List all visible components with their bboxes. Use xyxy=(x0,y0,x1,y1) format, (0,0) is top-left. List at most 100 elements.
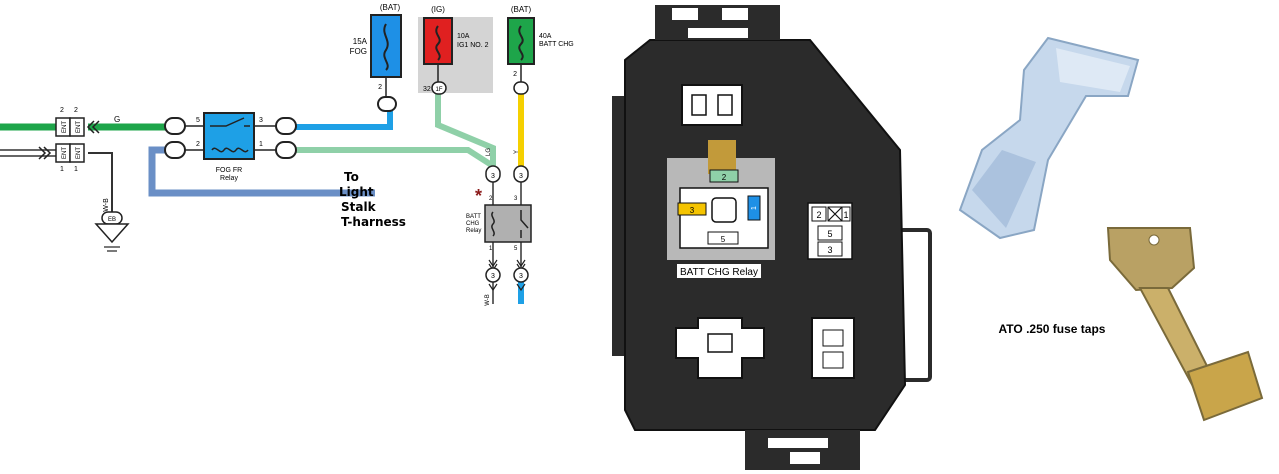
batt-pin-3: 3 xyxy=(514,196,518,202)
fuse-ig1: (IG) 10A IG1 NO. 2 32 1F xyxy=(423,5,489,95)
fog-pin-5: 5 xyxy=(196,117,200,124)
wire-wb-label: W-B xyxy=(103,198,110,212)
slot-bottom-right xyxy=(811,317,855,379)
fuse-ig1-body xyxy=(423,17,453,65)
slot-num-2b: 2 xyxy=(816,210,821,220)
slot-top-left xyxy=(681,84,743,126)
ent-label-2: ENT xyxy=(76,121,82,133)
relay-switch-icon xyxy=(210,117,250,127)
slot-bottom-left xyxy=(675,317,765,379)
fuse-batt-connector xyxy=(513,81,529,95)
fuse-batt-symbol-icon xyxy=(518,25,524,61)
relay-label: BATT CHG Relay xyxy=(680,267,758,278)
slot-num-5: 5 xyxy=(721,235,726,244)
brass-tap-image xyxy=(1106,227,1264,422)
ground-icon xyxy=(94,223,130,244)
fog-pin-3: 3 xyxy=(259,117,263,124)
junction-connectors: 3 3 LG Y xyxy=(485,148,529,183)
photo-caption: ATO .250 fuse taps xyxy=(999,322,1106,336)
fuse-batt-pin: 2 xyxy=(513,71,517,78)
ent-label-1: ENT xyxy=(62,121,68,133)
fuse-batt-body xyxy=(507,17,535,65)
chevron-left-icon xyxy=(86,120,100,134)
annotation-line-4: T-harness xyxy=(341,215,406,229)
svg-text:3: 3 xyxy=(491,173,495,180)
fuse-ig1-amp: 10A xyxy=(457,33,470,40)
svg-text:3: 3 xyxy=(519,173,523,180)
slot-num-3b: 3 xyxy=(827,245,832,255)
fuse-fog-symbol-icon xyxy=(383,23,389,71)
batt-relay-coil-icon xyxy=(491,211,495,237)
slot-num-5b: 5 xyxy=(827,229,832,239)
fuse-ig1-source: (IG) xyxy=(431,5,445,14)
relay-coil-icon xyxy=(211,147,249,153)
fuse-batt-chg: (BAT) 40A BATT CHG 2 xyxy=(507,5,574,95)
slot-yellow xyxy=(677,202,707,216)
ground-eb: EB xyxy=(94,211,130,252)
bottom-connectors: 3 3 W-B xyxy=(485,259,529,306)
bottom-wire-label: W-B xyxy=(485,294,491,306)
batt-pin-5: 5 xyxy=(514,246,518,252)
fuse-batt-amp: 40A xyxy=(539,33,552,40)
lightgreen-wire-bottom xyxy=(296,147,495,169)
slot-blue xyxy=(747,195,761,221)
ent-pin-4: 1 xyxy=(74,166,78,173)
annotation-line-3: Stalk xyxy=(341,200,377,214)
fuse-fog-connector xyxy=(377,96,397,112)
ent-pin-2: 2 xyxy=(74,107,78,114)
bottom-pin-1: 3 xyxy=(491,273,495,280)
relay-block: 2 3 1 5 BATT CHG Relay 2 1 5 3 xyxy=(612,5,932,470)
fuse-fog: (BAT) 15A FOG 2 xyxy=(350,3,402,112)
annotation-light-stalk: To Light Stalk T-harness xyxy=(339,170,406,229)
slot-num-3: 3 xyxy=(690,206,695,215)
wiring-diagram: (BAT) 15A FOG 2 (IG) 10A IG1 NO. 2 32 1F… xyxy=(0,3,574,306)
ent-label-3: ENT xyxy=(62,147,68,159)
slot-tan xyxy=(708,140,736,174)
slot-green xyxy=(709,169,739,183)
annotation-line-2: Light xyxy=(339,185,374,199)
fuse-ig1-name: IG1 NO. 2 xyxy=(457,42,489,49)
fuse-ig1-pin: 1F xyxy=(435,87,442,93)
fuse-batt-name: BATT CHG xyxy=(539,41,574,48)
ent-pin-1: 2 xyxy=(60,107,64,114)
fuse-ig1-symbol-icon xyxy=(435,25,441,61)
bottom-pin-2: 3 xyxy=(519,273,523,280)
fuse-tap-photo: ATO .250 fuse taps xyxy=(958,36,1264,422)
batt-pin-1: 1 xyxy=(489,246,493,252)
fog-pin-2: 2 xyxy=(196,141,200,148)
ground-label: EB xyxy=(108,217,116,223)
wb-ground-wire xyxy=(88,152,113,220)
fuse-fog-source: (BAT) xyxy=(380,3,401,12)
ent-connectors: ENT ENT ENT ENT 2 2 1 1 G W-B xyxy=(38,107,120,212)
light-stalk-wire xyxy=(148,146,375,197)
wire-y-label: Y xyxy=(514,150,520,154)
slot-num-1b: 1 xyxy=(843,210,848,220)
blue-fog-wire xyxy=(296,111,393,130)
slot-num-1: 1 xyxy=(751,206,758,210)
insulated-terminal-image xyxy=(958,36,1140,240)
wire-lg-label: LG xyxy=(486,148,492,156)
fuse-ig1-pin-prefix: 32 xyxy=(423,86,431,93)
fuse-fog-pin: 2 xyxy=(378,84,382,91)
lightgreen-wire-ig xyxy=(435,90,496,166)
ent-label-4: ENT xyxy=(76,147,82,159)
slot-num-2: 2 xyxy=(722,173,727,182)
fuse-ig1-connector xyxy=(431,81,447,95)
chevron-right-icon xyxy=(38,146,52,160)
fuse-fog-name: FOG xyxy=(350,47,367,56)
wire-g-label: G xyxy=(114,115,120,124)
slot-right-small: 2 1 5 3 xyxy=(807,202,853,260)
batt-pin-2: 2 xyxy=(489,196,493,202)
asterisk-mark: * xyxy=(475,186,482,206)
fog-pin-1: 1 xyxy=(259,141,263,148)
relay-socket: 2 3 1 5 BATT CHG Relay xyxy=(667,140,775,278)
batt-relay-switch-icon xyxy=(520,210,529,238)
fuse-fog-amp: 15A xyxy=(353,37,368,46)
annotation-line-1: To xyxy=(344,170,359,184)
ent-pin-3: 1 xyxy=(60,166,64,173)
